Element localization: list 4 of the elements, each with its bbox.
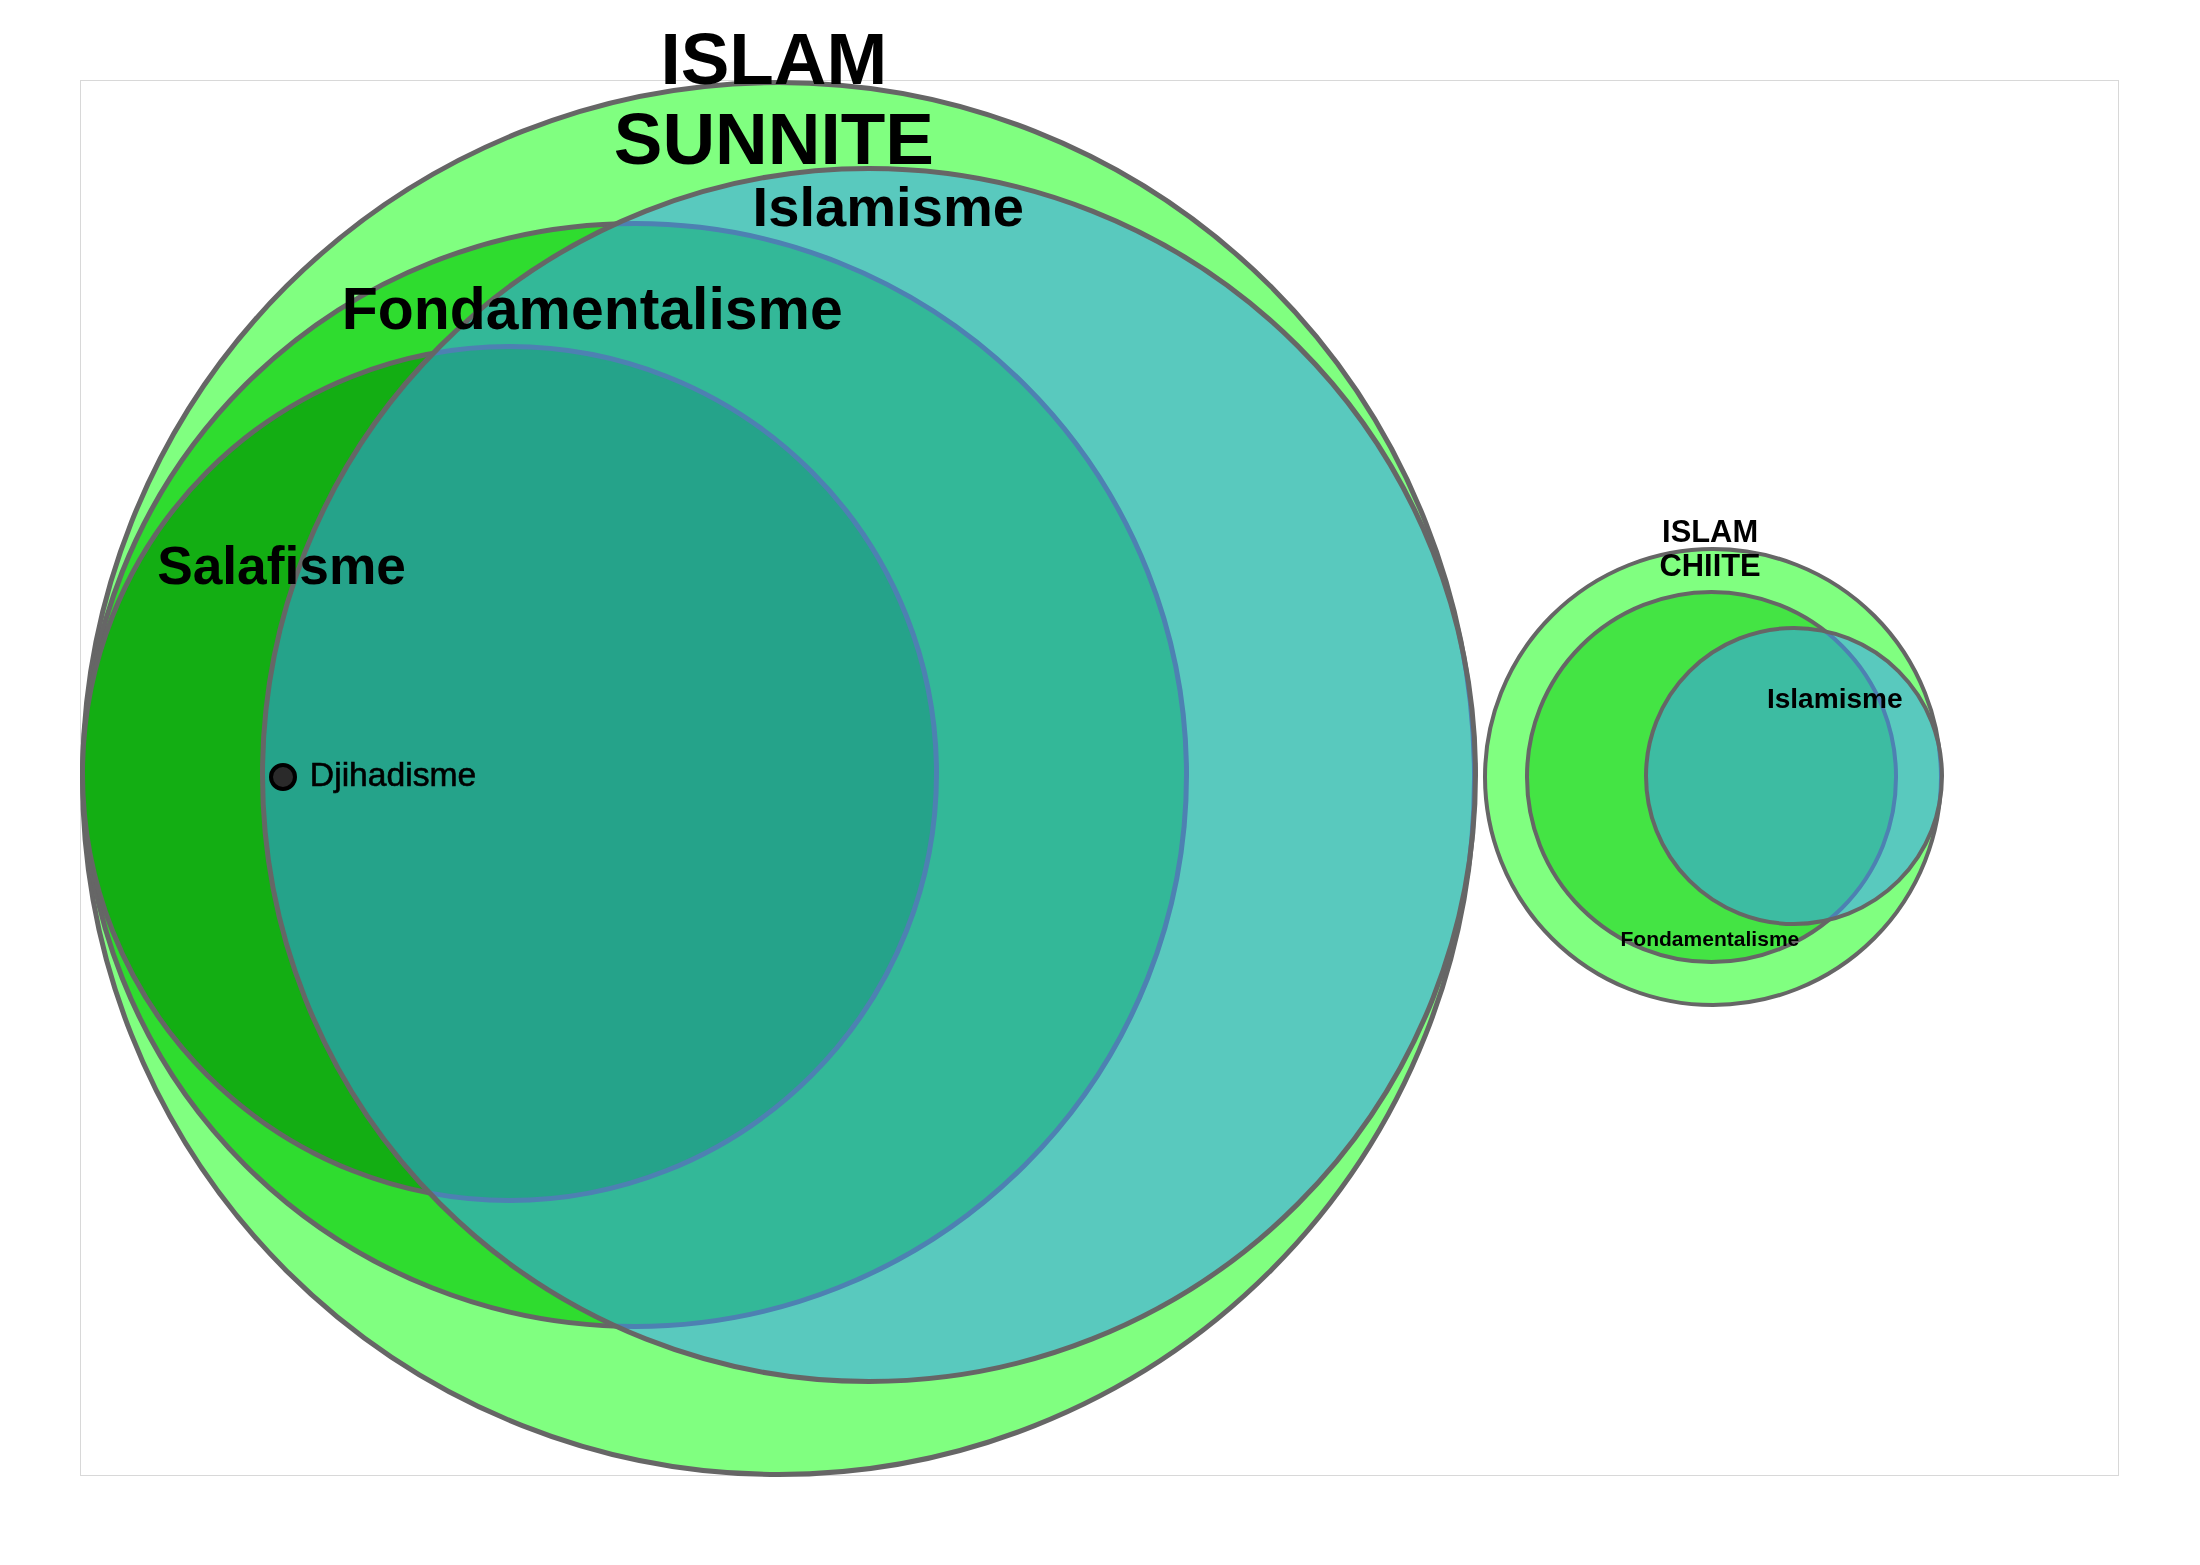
set-label: Djihadisme — [309, 756, 477, 794]
set-label: Islamisme — [1765, 684, 1904, 716]
set-label: Fondamentalisme — [1619, 927, 1801, 951]
set-label: ISLAM CHIITE — [1658, 514, 1762, 583]
